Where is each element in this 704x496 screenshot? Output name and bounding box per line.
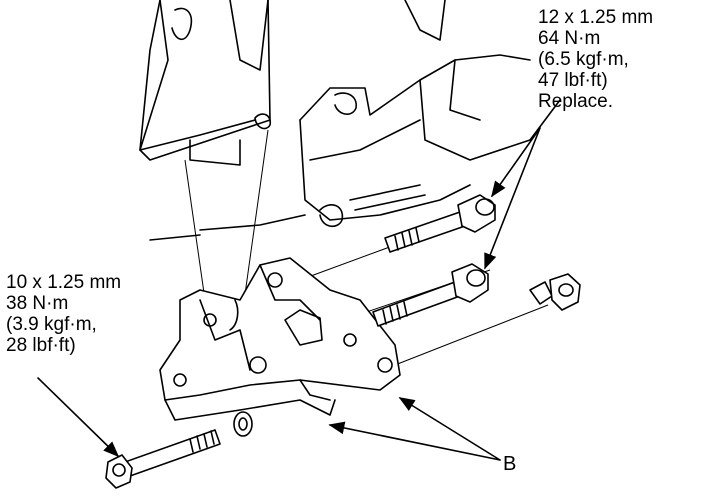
flange-nut bbox=[529, 273, 581, 311]
callout-b-label: B bbox=[503, 453, 517, 475]
lower-bolt bbox=[105, 429, 221, 489]
lower-bolt-torque-lbfft: 28 lbf·ft) bbox=[6, 335, 76, 356]
upper-bolt-torque-kgfm: (6.5 kgf·m, bbox=[538, 49, 629, 70]
upper-bolt-2 bbox=[372, 263, 489, 327]
bracket-assembly bbox=[159, 257, 401, 421]
subframe-body bbox=[149, 0, 561, 241]
upper-bolt-1 bbox=[384, 194, 496, 253]
lower-bolt-torque-nm: 38 N·m bbox=[6, 293, 69, 314]
upper-bolt-spec: 12 x 1.25 mm 64 N·m (6.5 kgf·m, 47 lbf·f… bbox=[538, 7, 653, 112]
lower-bolt-size: 10 x 1.25 mm bbox=[6, 272, 122, 293]
lower-bolt-spec: 10 x 1.25 mm 38 N·m (3.9 kgf·m, 28 lbf·f… bbox=[6, 272, 121, 356]
upper-frame-structure bbox=[139, 0, 272, 166]
lower-spec-arrow bbox=[37, 377, 120, 458]
upper-bolt-size: 12 x 1.25 mm bbox=[538, 7, 654, 28]
upper-bolt-torque-lbfft: 47 lbf·ft) bbox=[538, 70, 608, 91]
upper-bolt-torque-nm: 64 N·m bbox=[538, 28, 601, 49]
washer bbox=[233, 411, 253, 437]
callout-b-arrows bbox=[328, 397, 501, 461]
upper-bolt-note: Replace. bbox=[538, 91, 613, 112]
upper-spec-arrows bbox=[484, 127, 541, 270]
lower-bolt-torque-kgfm: (3.9 kgf·m, bbox=[6, 314, 97, 335]
